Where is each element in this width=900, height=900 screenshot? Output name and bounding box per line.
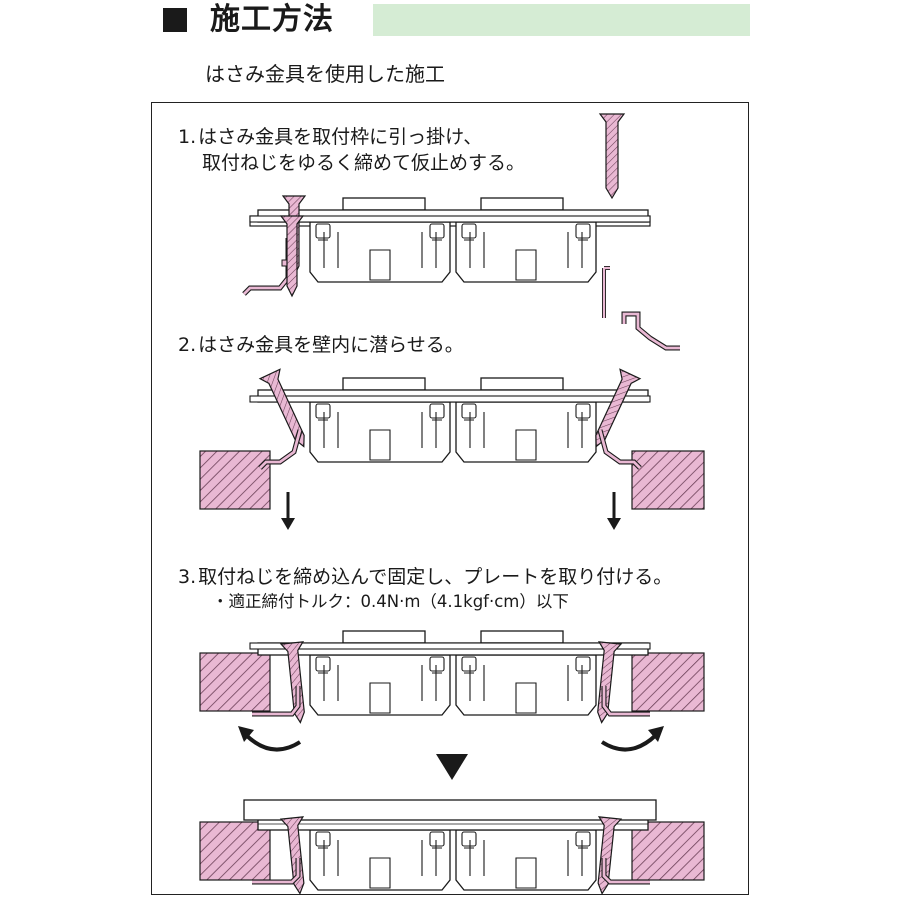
- header-accent-bar: [373, 4, 750, 36]
- step-2-text: 2.はさみ金具を壁内に潜らせる。: [178, 332, 464, 358]
- step-3-number: 3.: [178, 566, 197, 588]
- step-1-line1: はさみ金具を取付枠に引っ掛け、: [198, 126, 483, 148]
- step-1-line2: 取付ねじをゆるく締めて仮止めする。: [202, 152, 526, 174]
- down-arrow-icon: [607, 492, 621, 530]
- step-3-illustration-a: [199, 630, 705, 780]
- triangle-down-icon: [436, 754, 468, 780]
- cover-plate: [243, 799, 657, 821]
- loose-screw-icon: [598, 113, 626, 200]
- torque-note: ・適正締付トルク：0.4N·m（4.1kgf·cm）以下: [212, 592, 569, 611]
- step-2-illustration: [199, 368, 705, 530]
- curved-arrow-right-icon: [600, 726, 664, 752]
- step-3-line1: 取付ねじを締め込んで固定し、プレートを取り付ける。: [198, 566, 673, 588]
- down-arrow-icon: [281, 492, 295, 530]
- instruction-frame: [151, 102, 749, 895]
- section-subtitle: はさみ金具を使用した施工: [205, 62, 445, 86]
- wall-right: [631, 450, 705, 510]
- step-1-illustration: [244, 113, 680, 351]
- step-1-text: 1.はさみ金具を取付枠に引っ掛け、 取付ねじをゆるく締めて仮止めする。: [178, 124, 525, 176]
- step-3-text: 3.取付ねじを締め込んで固定し、プレートを取り付ける。: [178, 564, 672, 590]
- step-2-line1: はさみ金具を壁内に潜らせる。: [198, 334, 464, 356]
- step-3-illustration-b: [199, 799, 705, 895]
- wall-left: [199, 450, 271, 510]
- step-1-number: 1.: [178, 126, 197, 148]
- page-title: 施工方法: [210, 2, 334, 37]
- curved-arrow-left-icon: [238, 726, 302, 752]
- step-2-number: 2.: [178, 334, 197, 356]
- header-square-icon: [163, 8, 187, 32]
